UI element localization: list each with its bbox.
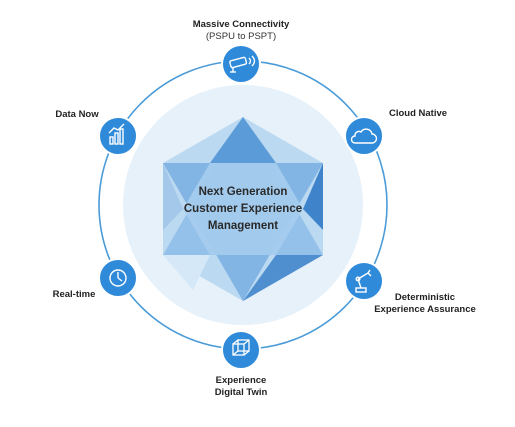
label-assurance-line2: Experience Assurance bbox=[374, 304, 476, 315]
clock-icon bbox=[109, 269, 127, 287]
center-title-line2: Customer Experience bbox=[183, 203, 303, 215]
label-datanow-text: Data Now bbox=[55, 109, 99, 120]
node-cloud bbox=[344, 116, 384, 156]
label-twin-line1: Experience bbox=[215, 375, 267, 386]
label-assurance-line1: Deterministic bbox=[394, 292, 456, 303]
label-twin: Experience Digital Twin bbox=[196, 375, 286, 399]
center-title-line3: Management bbox=[207, 220, 279, 232]
label-connectivity-sub: (PSPU to PSPT) bbox=[205, 31, 277, 42]
label-cloud: Cloud Native bbox=[378, 108, 458, 120]
center-title-line1: Next Generation bbox=[198, 186, 288, 198]
label-realtime: Real-time bbox=[44, 289, 104, 301]
cloud-icon bbox=[350, 128, 378, 144]
node-realtime bbox=[98, 258, 138, 298]
label-datanow: Data Now bbox=[47, 109, 107, 121]
node-twin bbox=[221, 330, 261, 370]
label-realtime-text: Real-time bbox=[52, 289, 96, 300]
label-connectivity: Massive Connectivity (PSPU to PSPT) bbox=[181, 19, 301, 43]
label-assurance: Deterministic Experience Assurance bbox=[370, 292, 480, 316]
node-assurance bbox=[344, 261, 384, 301]
robot-arm-icon bbox=[355, 269, 372, 293]
node-connectivity bbox=[221, 44, 261, 84]
node-datanow bbox=[98, 116, 138, 156]
hexagram-shape bbox=[163, 117, 323, 301]
center-title: Next Generation Customer Experience Mana… bbox=[168, 184, 318, 235]
cctv-camera-icon bbox=[229, 55, 256, 73]
label-cloud-text: Cloud Native bbox=[388, 108, 448, 119]
bar-chart-icon bbox=[108, 123, 125, 145]
cube-network-icon bbox=[232, 339, 250, 356]
label-connectivity-text: Massive Connectivity bbox=[192, 19, 290, 30]
label-twin-line2: Digital Twin bbox=[214, 387, 268, 398]
